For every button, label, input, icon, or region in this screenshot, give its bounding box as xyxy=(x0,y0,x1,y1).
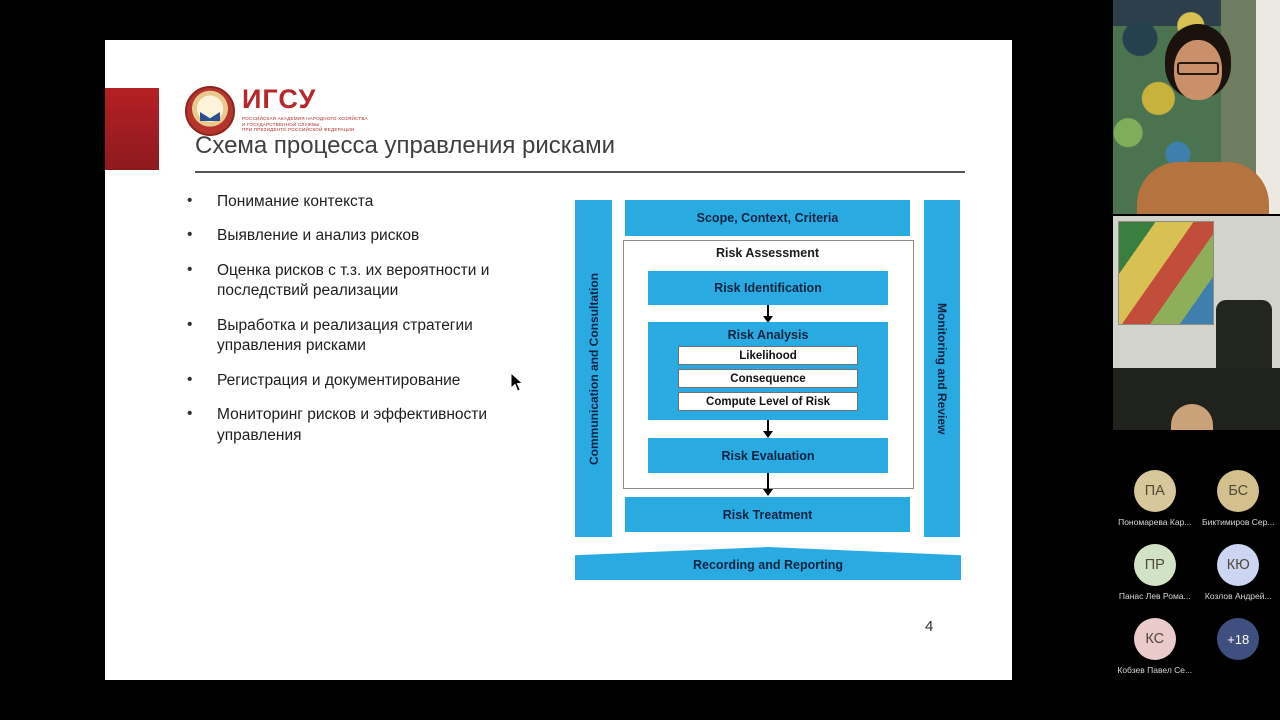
avatar-initials[interactable]: ПР xyxy=(1133,544,1176,586)
igsu-logo: ИГСУ РОССИЙСКАЯ АКАДЕМИЯ НАРОДНОГО ХОЗЯЙ… xyxy=(185,86,368,136)
participant-name: Панас Лев Рома... xyxy=(1118,591,1191,601)
risk-treatment-box: Risk Treatment xyxy=(625,497,910,532)
risk-evaluation-box: Risk Evaluation xyxy=(648,438,888,473)
participant-avatar[interactable]: ПР Панас Лев Рома... xyxy=(1115,544,1195,601)
monitoring-bar-label: Monitoring and Review xyxy=(935,302,949,435)
participant-avatar[interactable]: БС Биктимиров Сер... xyxy=(1198,470,1278,527)
page-number: 4 xyxy=(925,618,934,635)
avatar-initials[interactable]: КЮ xyxy=(1217,544,1260,586)
participant-name: Козлов Андрей... xyxy=(1204,591,1272,601)
down-arrow xyxy=(763,473,773,496)
participant-video-room[interactable] xyxy=(1113,216,1280,430)
participant-avatar[interactable]: КЮ Козлов Андрей... xyxy=(1198,544,1278,601)
bullet-item: Понимание контекста xyxy=(183,191,555,212)
logo-org-line: И ГОСУДАРСТВЕННОЙ СЛУЖБЫ xyxy=(242,121,320,127)
participant-name: Кобзев Павел Се... xyxy=(1117,665,1193,675)
participant-video-speaker[interactable] xyxy=(1113,0,1280,214)
logo-org-name: РОССИЙСКАЯ АКАДЕМИЯ НАРОДНОГО ХОЗЯЙСТВА … xyxy=(242,116,368,133)
bullet-list: Понимание контекста Выявление и анализ р… xyxy=(183,191,555,460)
speaker-shoulders xyxy=(1137,162,1269,214)
bullet-item: Выявление и анализ рисков xyxy=(183,225,555,246)
logo-text: ИГСУ РОССИЙСКАЯ АКАДЕМИЯ НАРОДНОГО ХОЗЯЙ… xyxy=(242,86,368,133)
participant-avatar-grid: ПА Пономарева Кар... БС Биктимиров Сер..… xyxy=(1113,470,1280,675)
slide-title: Схема процесса управления рисками xyxy=(195,132,965,173)
down-arrow xyxy=(763,420,773,438)
bullet-item: Регистрация и документирование xyxy=(183,370,555,391)
recording-reporting-box: Recording and Reporting xyxy=(575,547,961,580)
risk-assessment-label: Risk Assessment xyxy=(715,246,820,260)
avatar-initials[interactable]: БС xyxy=(1217,470,1260,512)
logo-acronym: ИГСУ xyxy=(242,84,317,114)
map-poster xyxy=(1118,221,1214,325)
logo-org-line: РОССИЙСКАЯ АКАДЕМИЯ НАРОДНОГО ХОЗЯЙСТВА xyxy=(242,116,368,121)
participant-avatar[interactable]: ПА Пономарева Кар... xyxy=(1115,470,1195,527)
likelihood-box: Likelihood xyxy=(678,346,858,365)
scope-context-criteria-box: Scope, Context, Criteria xyxy=(625,200,910,236)
communication-bar-label: Communication and Consultation xyxy=(586,272,601,465)
more-participants-badge[interactable]: +18 xyxy=(1217,618,1260,660)
risk-analysis-label: Risk Analysis xyxy=(727,328,809,342)
communication-consultation-bar: Communication and Consultation xyxy=(575,200,612,537)
down-arrow xyxy=(763,305,773,323)
participant-name: Биктимиров Сер... xyxy=(1202,517,1275,527)
monitoring-review-bar: Monitoring and Review xyxy=(924,200,960,537)
risk-process-diagram: Communication and Consultation Monitorin… xyxy=(575,198,961,584)
speaker-face xyxy=(1174,40,1222,100)
participant-avatar[interactable]: КС Кобзев Павел Се... xyxy=(1115,618,1195,675)
bullet-item: Мониторинг рисков и эффективности управл… xyxy=(183,404,555,446)
presenter-cursor-icon xyxy=(510,371,524,392)
avatar-initials[interactable]: КС xyxy=(1133,618,1176,660)
participant-name: Пономарева Кар... xyxy=(1118,517,1192,527)
bullet-item: Выработка и реализация стратегии управле… xyxy=(183,315,555,357)
risk-identification-box: Risk Identification xyxy=(648,271,888,305)
consequence-box: Consequence xyxy=(678,369,858,388)
logo-org-line: ПРИ ПРЕЗИДЕНТЕ РОССИЙСКОЙ ФЕДЕРАЦИИ xyxy=(242,127,355,133)
bullet-item: Оценка рисков с т.з. их вероятности и по… xyxy=(183,260,555,302)
participant-avatar[interactable]: +18 xyxy=(1198,618,1278,675)
avatar-initials[interactable]: ПА xyxy=(1133,470,1176,512)
compute-level-box: Compute Level of Risk xyxy=(678,392,858,411)
presentation-slide: ИГСУ РОССИЙСКАЯ АКАДЕМИЯ НАРОДНОГО ХОЗЯЙ… xyxy=(105,40,1012,680)
risk-analysis-box: Risk Analysis Likelihood Consequence Com… xyxy=(648,322,888,420)
igsu-emblem-icon xyxy=(185,86,235,136)
slide-accent-bar xyxy=(105,88,159,170)
